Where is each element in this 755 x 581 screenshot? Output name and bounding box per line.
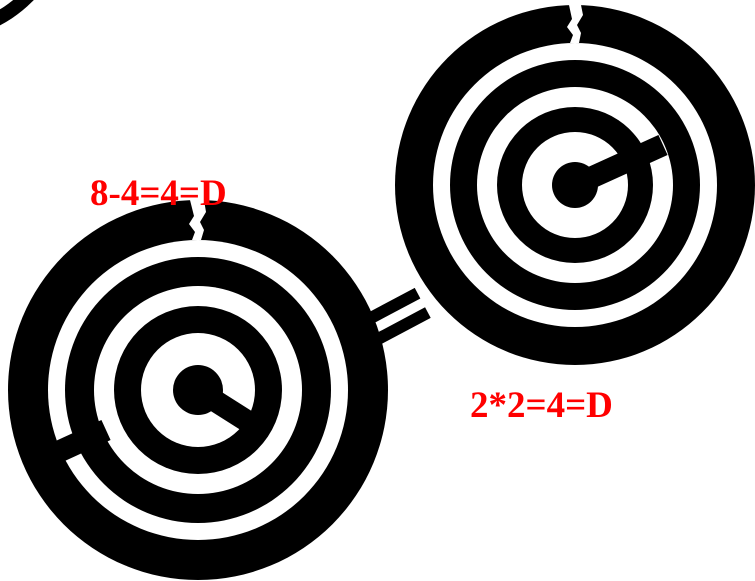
left-maze-target: [8, 200, 388, 580]
left-equation-label: 8-4=4=D: [90, 173, 227, 214]
right-equation-label: 2*2=4=D: [470, 385, 613, 426]
left-center-dot: [173, 365, 223, 415]
right-maze-target: [395, 5, 755, 365]
equals-symbol: [365, 287, 431, 345]
right-ring-notch: [567, 5, 583, 43]
left-ring-notch: [189, 200, 206, 240]
right-center-dot: [552, 162, 598, 208]
corner-maze-fragment: [0, 0, 34, 26]
